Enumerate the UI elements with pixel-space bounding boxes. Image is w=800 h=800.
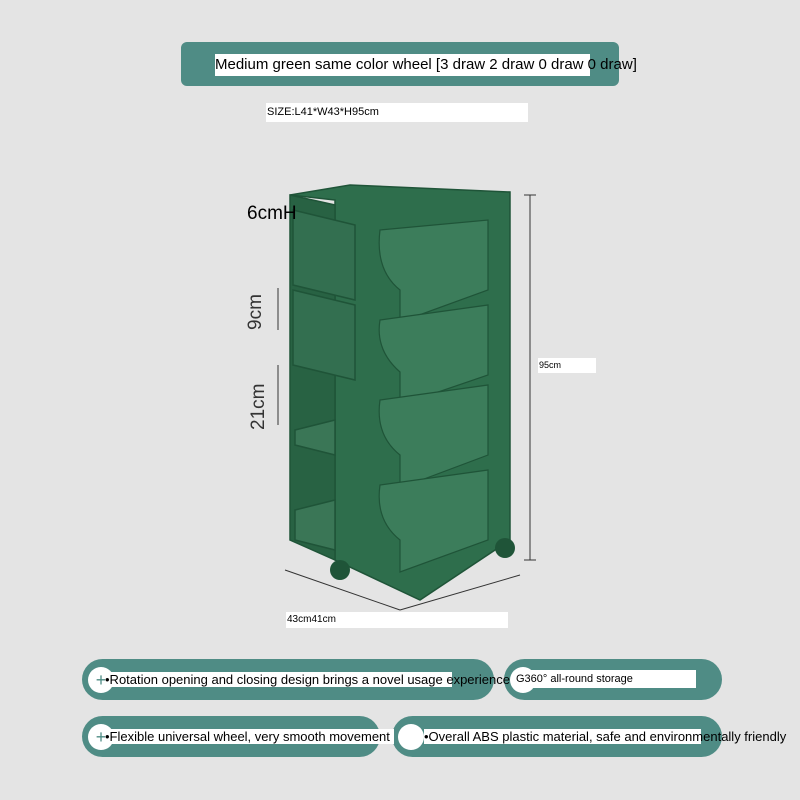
dim-height: 95cm: [538, 358, 596, 373]
dim-9cm: 9cm: [245, 294, 266, 330]
feature-1: •Rotation opening and closing design bri…: [105, 672, 510, 687]
dim-top: 6cmH: [247, 203, 297, 224]
size-label: SIZE:L41*W43*H95cm: [266, 103, 528, 122]
feature-3: •Flexible universal wheel, very smooth m…: [105, 729, 394, 744]
dim-base: 43cm41cm: [286, 612, 508, 628]
plus-icon: +: [88, 724, 114, 750]
feature-2: G360° all-round storage: [516, 670, 696, 688]
feature-4: •Overall ABS plastic material, safe and …: [424, 729, 787, 744]
bullet-dot-icon: [398, 724, 424, 750]
dim-21cm: 21cm: [248, 383, 269, 430]
product-image-storage-cart: [277, 184, 536, 611]
title-text: Medium green same color wheel [3 draw 2 …: [215, 54, 639, 76]
